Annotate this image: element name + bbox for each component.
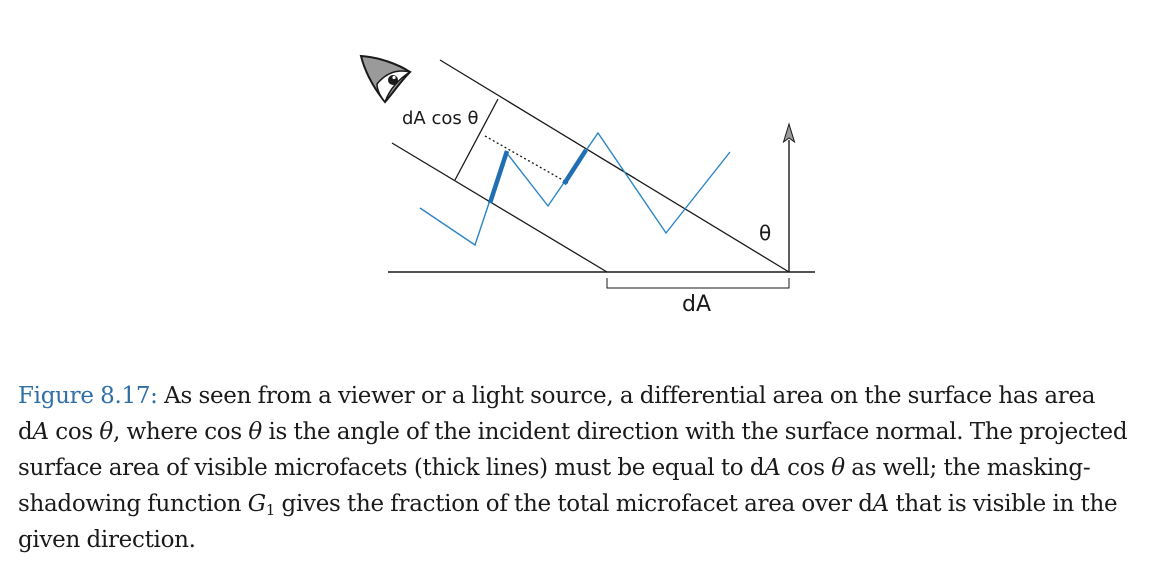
caption-line-3: surface area of visible microfacets (thi…	[18, 450, 1148, 486]
caption-text: that is visible in the	[888, 491, 1118, 517]
caption-line-2: dA cos θ, where cos θ is the angle of th…	[18, 414, 1148, 450]
beam-upper-edge	[439, 59, 790, 273]
microfacet-profile	[419, 131, 731, 247]
microfacet-diagram: dA cos θ θ dA	[359, 54, 815, 317]
figure-label: Figure 8.17:	[18, 383, 158, 409]
caption-text: As seen from a viewer or a light source,…	[164, 383, 1096, 409]
caption-text: given direction.	[18, 527, 196, 553]
visible-facet-1	[487, 150, 510, 204]
caption-text: shadowing function	[18, 491, 248, 517]
figure-caption: Figure 8.17: As seen from a viewer or a …	[18, 378, 1148, 558]
projected-width-line	[454, 98, 499, 181]
caption-line-4: shadowing function G1 gives the fraction…	[18, 486, 1148, 522]
math-a: A	[32, 419, 49, 445]
math-theta: θ	[99, 419, 113, 445]
math-cos: cos	[48, 419, 100, 445]
theta-label: θ	[759, 221, 771, 245]
area-bracket	[606, 278, 790, 289]
diagram-canvas: dA cos θ θ dA	[359, 54, 815, 317]
area-label: dA	[682, 292, 711, 317]
projected-area-label: dA cos θ	[402, 108, 478, 129]
normal-arrow-icon	[782, 122, 796, 144]
math-a: A	[764, 455, 781, 481]
math-g: G	[247, 491, 266, 517]
caption-text: surface area of visible microfacets (thi…	[18, 455, 765, 481]
caption-text: gives the fraction of the total microfac…	[275, 491, 873, 517]
beam-lower-edge	[391, 142, 608, 273]
visible-facet-2	[562, 148, 588, 186]
caption-text: as well; the masking-	[844, 455, 1091, 481]
caption-line-5: given direction.	[18, 522, 1148, 558]
math-cos: cos	[780, 455, 832, 481]
caption-text: , where cos	[112, 419, 249, 445]
math-d: d	[18, 419, 33, 445]
eye-icon	[359, 54, 412, 104]
math-subscript: 1	[265, 501, 276, 519]
math-a: A	[872, 491, 890, 517]
math-theta: θ	[831, 455, 845, 481]
caption-line-1: Figure 8.17: As seen from a viewer or a …	[18, 378, 1148, 414]
math-theta: θ	[248, 419, 262, 445]
caption-text: is the angle of the incident direction w…	[261, 419, 1128, 445]
